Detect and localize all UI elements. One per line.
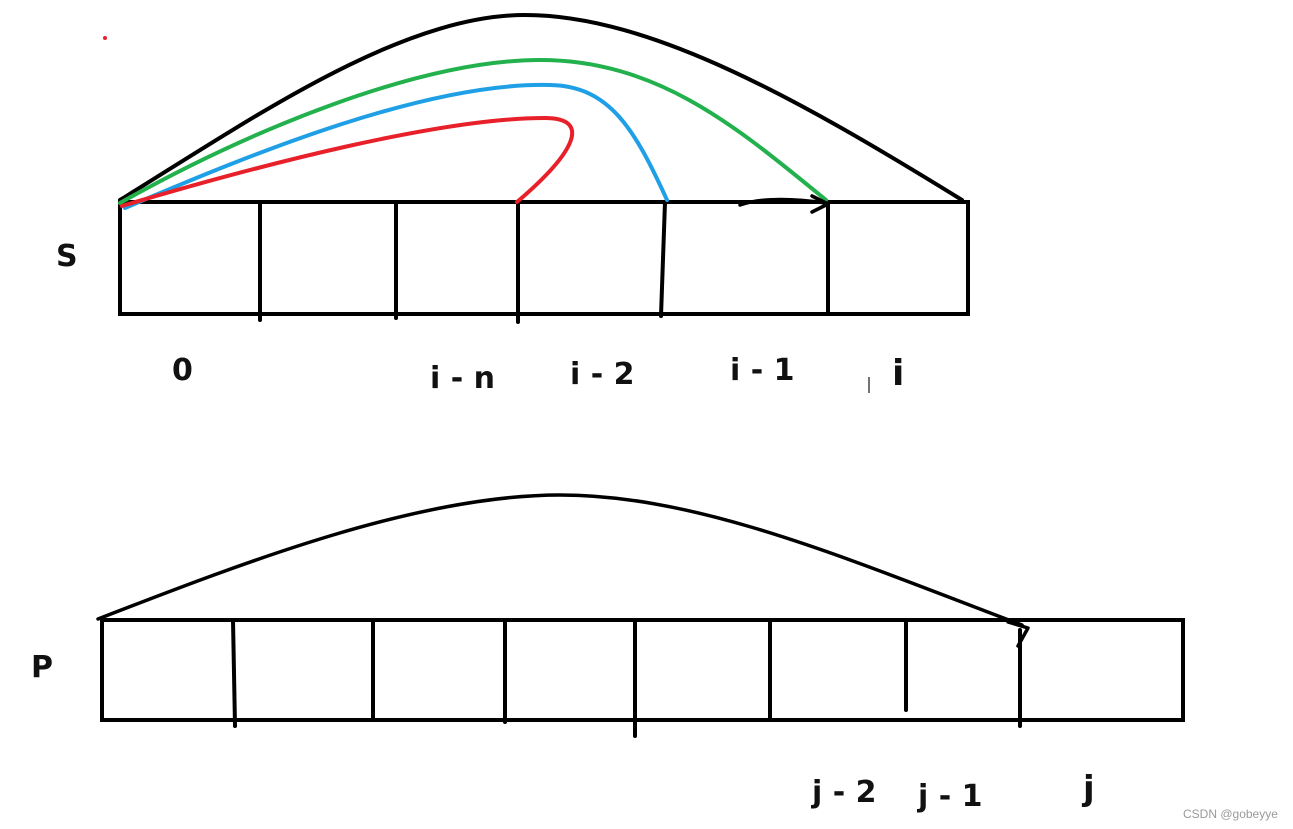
arrow-icon [738,194,830,214]
arrow-icon [1006,620,1030,648]
p-cell-divider [231,618,237,728]
s-index-label: i [892,353,904,394]
p-array-label: P [31,650,53,685]
s-array-box [118,200,970,316]
s-arc-green [118,57,828,205]
s-arc-blue [123,82,669,210]
p-arc-black [96,493,1024,627]
s-arc-black [118,12,964,202]
red-dot [103,36,107,40]
s-index-label: 0 [172,353,193,388]
p-index-label: j [1081,769,1095,809]
p-index-label: j - 1 [917,779,983,814]
s-array-label: S [56,239,78,274]
s-arc-red [120,115,575,208]
p-array-box [100,618,1185,722]
s-index-label: i - 2 [570,357,635,392]
watermark: CSDN @gobeyye [1183,807,1278,821]
s-index-label: i - 1 [730,353,795,388]
s-index-label: i - n [430,361,495,396]
s-cell-divider [659,200,667,318]
s-array [118,200,970,324]
p-index-label: j - 2 [811,775,877,810]
